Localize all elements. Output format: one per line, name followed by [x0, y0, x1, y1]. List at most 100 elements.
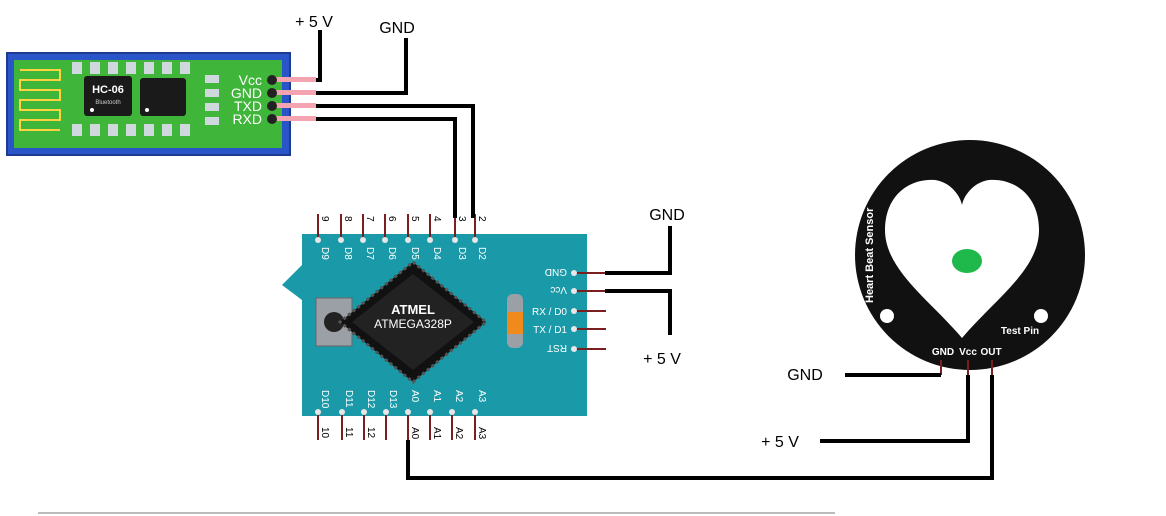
- orange-component: [507, 312, 523, 334]
- top-pin-number: 8: [342, 216, 353, 222]
- label-sensor-gnd: GND: [787, 367, 823, 384]
- top-pin-number: 3: [456, 216, 467, 222]
- wire-sensor-vcc: [820, 375, 970, 443]
- top-pin-pad: [427, 237, 433, 243]
- hc06-chip-sublabel: Bluetooth: [95, 100, 120, 106]
- sensor-hole-left: [880, 309, 894, 323]
- sensor-hole-right: [1034, 309, 1048, 323]
- bottom-pin-pad: [472, 409, 478, 415]
- top-pin-number: 9: [319, 216, 330, 222]
- top-pin-label: D2: [476, 247, 487, 260]
- wires: [316, 30, 994, 480]
- top-pin-pad: [472, 237, 478, 243]
- bottom-pin-pad: [315, 409, 321, 415]
- top-pin-number: 7: [364, 216, 375, 222]
- top-pin-label: D4: [431, 247, 442, 260]
- top-pin-label: D7: [364, 247, 375, 260]
- wire-arduino-vcc: [605, 289, 672, 335]
- bottom-pin-label: A0: [409, 390, 420, 403]
- top-pin-number: 6: [386, 216, 397, 222]
- bottom-pin-number: A3: [476, 427, 487, 440]
- hc06-pin-leads: [267, 75, 316, 124]
- right-pin-pad: [571, 288, 577, 294]
- chip-label-1: ATMEL: [391, 302, 435, 317]
- bottom-pin-number: 12: [365, 427, 376, 439]
- hc06-antenna: [19, 69, 61, 131]
- bottom-pin-pad: [405, 409, 411, 415]
- bottom-pin-number: 10: [319, 427, 330, 439]
- bottom-pin-number: A0: [409, 427, 420, 440]
- right-pin-label: TX / D1: [533, 325, 567, 336]
- wire-bt-gnd: [316, 38, 408, 95]
- top-pin-label: D3: [456, 247, 467, 260]
- hc06-chip-label: HC-06: [92, 84, 124, 96]
- label-arduino-gnd: GND: [649, 207, 685, 224]
- hc06-module: HC-06 Bluetooth Vcc GND TXD RXD: [6, 52, 316, 156]
- top-pin-pad: [315, 237, 321, 243]
- right-pin-label: RX / D0: [532, 307, 567, 318]
- bottom-pin-label: D13: [387, 390, 398, 409]
- wire-a0-out: [406, 375, 994, 480]
- bottom-pin-label: D10: [319, 390, 330, 409]
- bottom-pin-pad: [383, 409, 389, 415]
- top-pin-number: 4: [431, 216, 442, 222]
- sensor-test-pin: Test Pin: [1001, 326, 1039, 337]
- right-pin-pad: [571, 270, 577, 276]
- bottom-pin-pad: [427, 409, 433, 415]
- right-header: GND Vcc RX / D0 TX / D1 RST: [532, 266, 606, 353]
- bottom-pin-number: A1: [431, 427, 442, 440]
- label-bt-vcc: + 5 V: [295, 14, 333, 31]
- sensor-pin-gnd: GND: [932, 347, 954, 358]
- atmega-chip: [337, 260, 489, 384]
- top-pin-pad: [452, 237, 458, 243]
- right-pin-pad: [571, 308, 577, 314]
- right-pin-pad: [571, 326, 577, 332]
- top-pin-pad: [360, 237, 366, 243]
- right-pin-label: Vcc: [550, 284, 567, 295]
- wire-arduino-gnd: [605, 226, 672, 275]
- hc06-pin-rxd: RXD: [232, 111, 262, 127]
- hc06-pads: [72, 62, 219, 136]
- hc06-chip: [84, 76, 132, 116]
- wire-bt-vcc: [316, 30, 322, 82]
- bottom-pin-label: D11: [343, 390, 354, 408]
- hc06-chip2: [140, 78, 186, 116]
- bottom-pin-number: A2: [453, 427, 464, 440]
- bottom-pin-pad: [361, 409, 367, 415]
- hc06-pin-txd: TXD: [234, 98, 262, 114]
- bottom-pin-label: A1: [431, 390, 442, 403]
- bottom-pin-pad: [449, 409, 455, 415]
- right-pin-pad: [571, 346, 577, 352]
- bottom-pin-pad: [339, 409, 345, 415]
- bottom-pin-label: A2: [453, 390, 464, 403]
- wire-bt-txd: [316, 104, 475, 218]
- sensor-pin-vcc: Vcc: [959, 347, 977, 358]
- hc06-pin-gnd: GND: [231, 85, 262, 101]
- top-pin-label: D9: [319, 247, 330, 260]
- top-pin-label: D5: [409, 247, 420, 260]
- top-pin-pad: [382, 237, 388, 243]
- top-pin-label: D8: [342, 247, 353, 260]
- bottom-pin-label: A3: [476, 390, 487, 403]
- sensor-led: [952, 249, 982, 273]
- arduino-board: ATMEL ATMEGA328P 9D98D87D76D65D54D43D32D…: [282, 214, 606, 440]
- wire-bt-rxd: [316, 117, 457, 218]
- bottom-pin-label: D12: [365, 390, 376, 409]
- right-pin-label: RST: [547, 342, 567, 353]
- sensor-pin-out: OUT: [980, 347, 1001, 358]
- chip-label-2: ATMEGA328P: [374, 317, 452, 331]
- top-pin-pad: [338, 237, 344, 243]
- heartbeat-sensor: Heart Beat Sensor Test Pin GND Vcc OUT: [855, 140, 1085, 375]
- top-pin-pad: [405, 237, 411, 243]
- right-pin-label: GND: [545, 266, 567, 277]
- label-bt-gnd: GND: [379, 20, 415, 37]
- top-pin-number: 2: [476, 216, 487, 222]
- top-pin-label: D6: [386, 247, 397, 260]
- sensor-name: Heart Beat Sensor: [864, 207, 876, 303]
- hc06-pin-vcc: Vcc: [239, 72, 262, 88]
- label-sensor-vcc: + 5 V: [761, 434, 799, 451]
- bottom-pin-number: 11: [343, 427, 354, 438]
